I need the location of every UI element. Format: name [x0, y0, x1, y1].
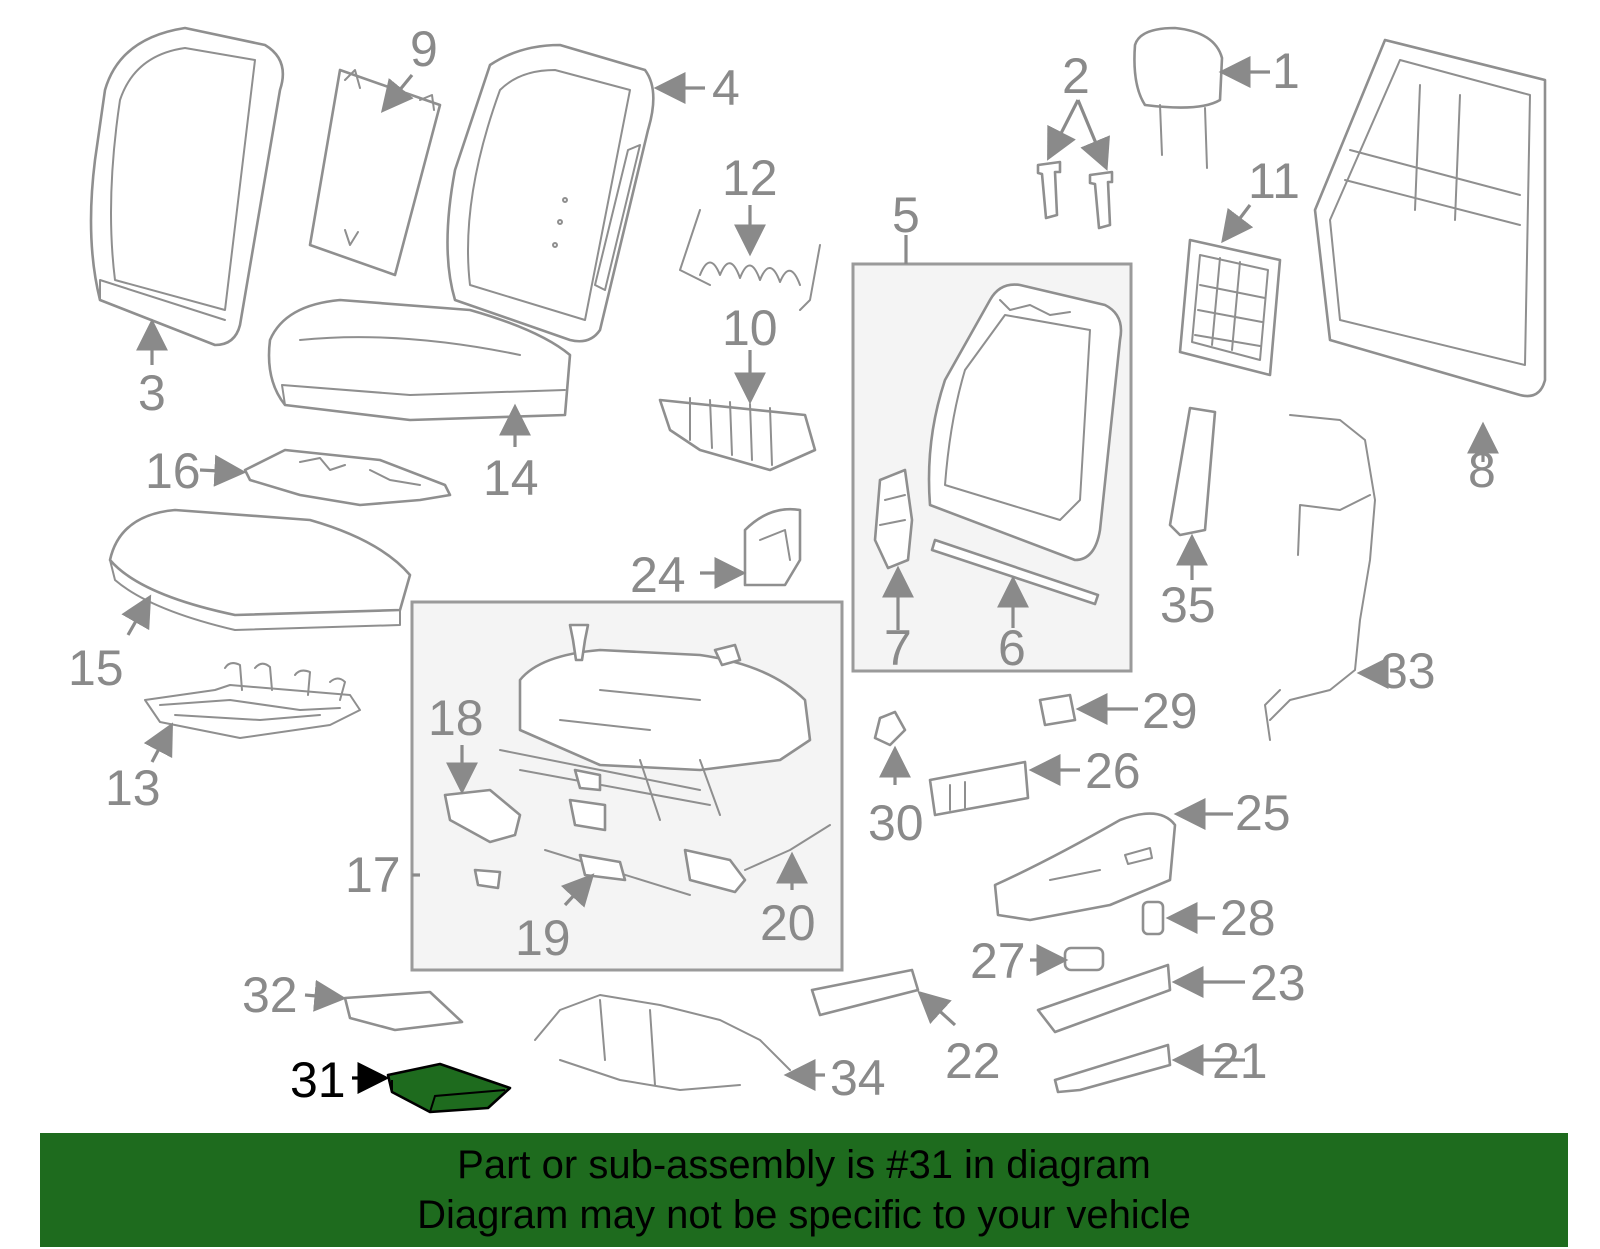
part-8-rear-panel[interactable]	[1313, 38, 1547, 398]
part-2-guides[interactable]	[1036, 160, 1114, 230]
part-14-cushion-cover[interactable]	[267, 298, 572, 422]
part-9-back-panel[interactable]	[308, 68, 442, 277]
part-10-lumbar[interactable]	[658, 397, 817, 472]
label-1: 1	[1272, 43, 1300, 99]
part-3-back-cover[interactable]	[89, 26, 285, 347]
part-12-spring[interactable]	[679, 209, 821, 311]
label-10: 10	[722, 300, 778, 356]
part-16-pan-trim[interactable]	[243, 448, 452, 507]
label-20: 20	[760, 895, 816, 951]
part-23-trim[interactable]	[1036, 963, 1172, 1034]
label-15: 15	[68, 640, 124, 696]
part-28-knob[interactable]	[1141, 900, 1165, 936]
part-30-clip[interactable]	[873, 710, 907, 747]
part-15-cushion-pad[interactable]	[108, 508, 412, 631]
label-34: 34	[830, 1050, 886, 1106]
label-17: 17	[345, 847, 401, 903]
label-13: 13	[105, 760, 161, 816]
part-18-motor[interactable]	[443, 788, 522, 844]
label-21: 21	[1212, 1033, 1268, 1089]
part-33-harness[interactable]	[1264, 414, 1376, 741]
label-3: 3	[138, 365, 166, 421]
label-14: 14	[483, 450, 539, 506]
label-12: 12	[722, 150, 778, 206]
label-8: 8	[1468, 442, 1496, 498]
leader-arrows	[121, 56, 1499, 1094]
part-26-module[interactable]	[928, 760, 1030, 817]
part-17-small-clips	[473, 623, 742, 890]
part-6-rod[interactable]	[930, 538, 1100, 606]
part-22-trim[interactable]	[810, 968, 920, 1017]
part-21-trim[interactable]	[1053, 1043, 1172, 1094]
label-25: 25	[1235, 785, 1291, 841]
part-1-headrest[interactable]	[1133, 26, 1224, 169]
part-labels: 1 2 3 4 5 6 7 8 9 10 11 12 13 14 15 16 1…	[68, 21, 1496, 1108]
label-7: 7	[884, 620, 912, 676]
part-13-spring-mat[interactable]	[144, 662, 361, 739]
banner-line-1: Part or sub-assembly is #31 in diagram	[457, 1143, 1151, 1187]
label-9: 9	[410, 21, 438, 77]
label-6: 6	[998, 620, 1026, 676]
part-25-side-shield[interactable]	[993, 812, 1177, 922]
part-4-back-cover-2[interactable]	[446, 43, 655, 343]
part-11-vent-panel[interactable]	[1178, 238, 1282, 377]
part-34-harness[interactable]	[534, 994, 791, 1091]
label-26: 26	[1085, 743, 1141, 799]
label-24: 24	[630, 547, 686, 603]
part-17-seat-adjuster[interactable]	[499, 648, 812, 821]
info-banner: Part or sub-assembly is #31 in diagram D…	[40, 1133, 1568, 1247]
label-19: 19	[515, 910, 571, 966]
label-18: 18	[428, 690, 484, 746]
part-32-bracket[interactable]	[343, 990, 464, 1032]
label-16: 16	[145, 443, 201, 499]
part-31-highlighted[interactable]	[386, 1062, 512, 1114]
label-32: 32	[242, 967, 298, 1023]
label-5: 5	[892, 187, 920, 243]
part-5-back-frame[interactable]	[927, 283, 1123, 562]
part-7-recliner[interactable]	[873, 468, 914, 570]
label-35: 35	[1160, 577, 1216, 633]
banner-line-2: Diagram may not be specific to your vehi…	[417, 1193, 1191, 1237]
label-2: 2	[1062, 48, 1090, 104]
label-11: 11	[1248, 153, 1300, 209]
label-4: 4	[712, 60, 740, 116]
label-31: 31	[290, 1052, 346, 1108]
label-30: 30	[868, 795, 924, 851]
label-29: 29	[1142, 683, 1198, 739]
label-22: 22	[945, 1033, 1001, 1089]
part-24-trim[interactable]	[743, 507, 802, 587]
part-27-switch[interactable]	[1063, 946, 1105, 972]
part-35-trim-strip[interactable]	[1168, 406, 1217, 537]
part-29-connector[interactable]	[1038, 693, 1077, 727]
label-23: 23	[1250, 955, 1306, 1011]
label-28: 28	[1220, 890, 1276, 946]
label-27: 27	[970, 933, 1026, 989]
label-33: 33	[1380, 643, 1436, 699]
part-20-motor-arm[interactable]	[683, 824, 831, 894]
